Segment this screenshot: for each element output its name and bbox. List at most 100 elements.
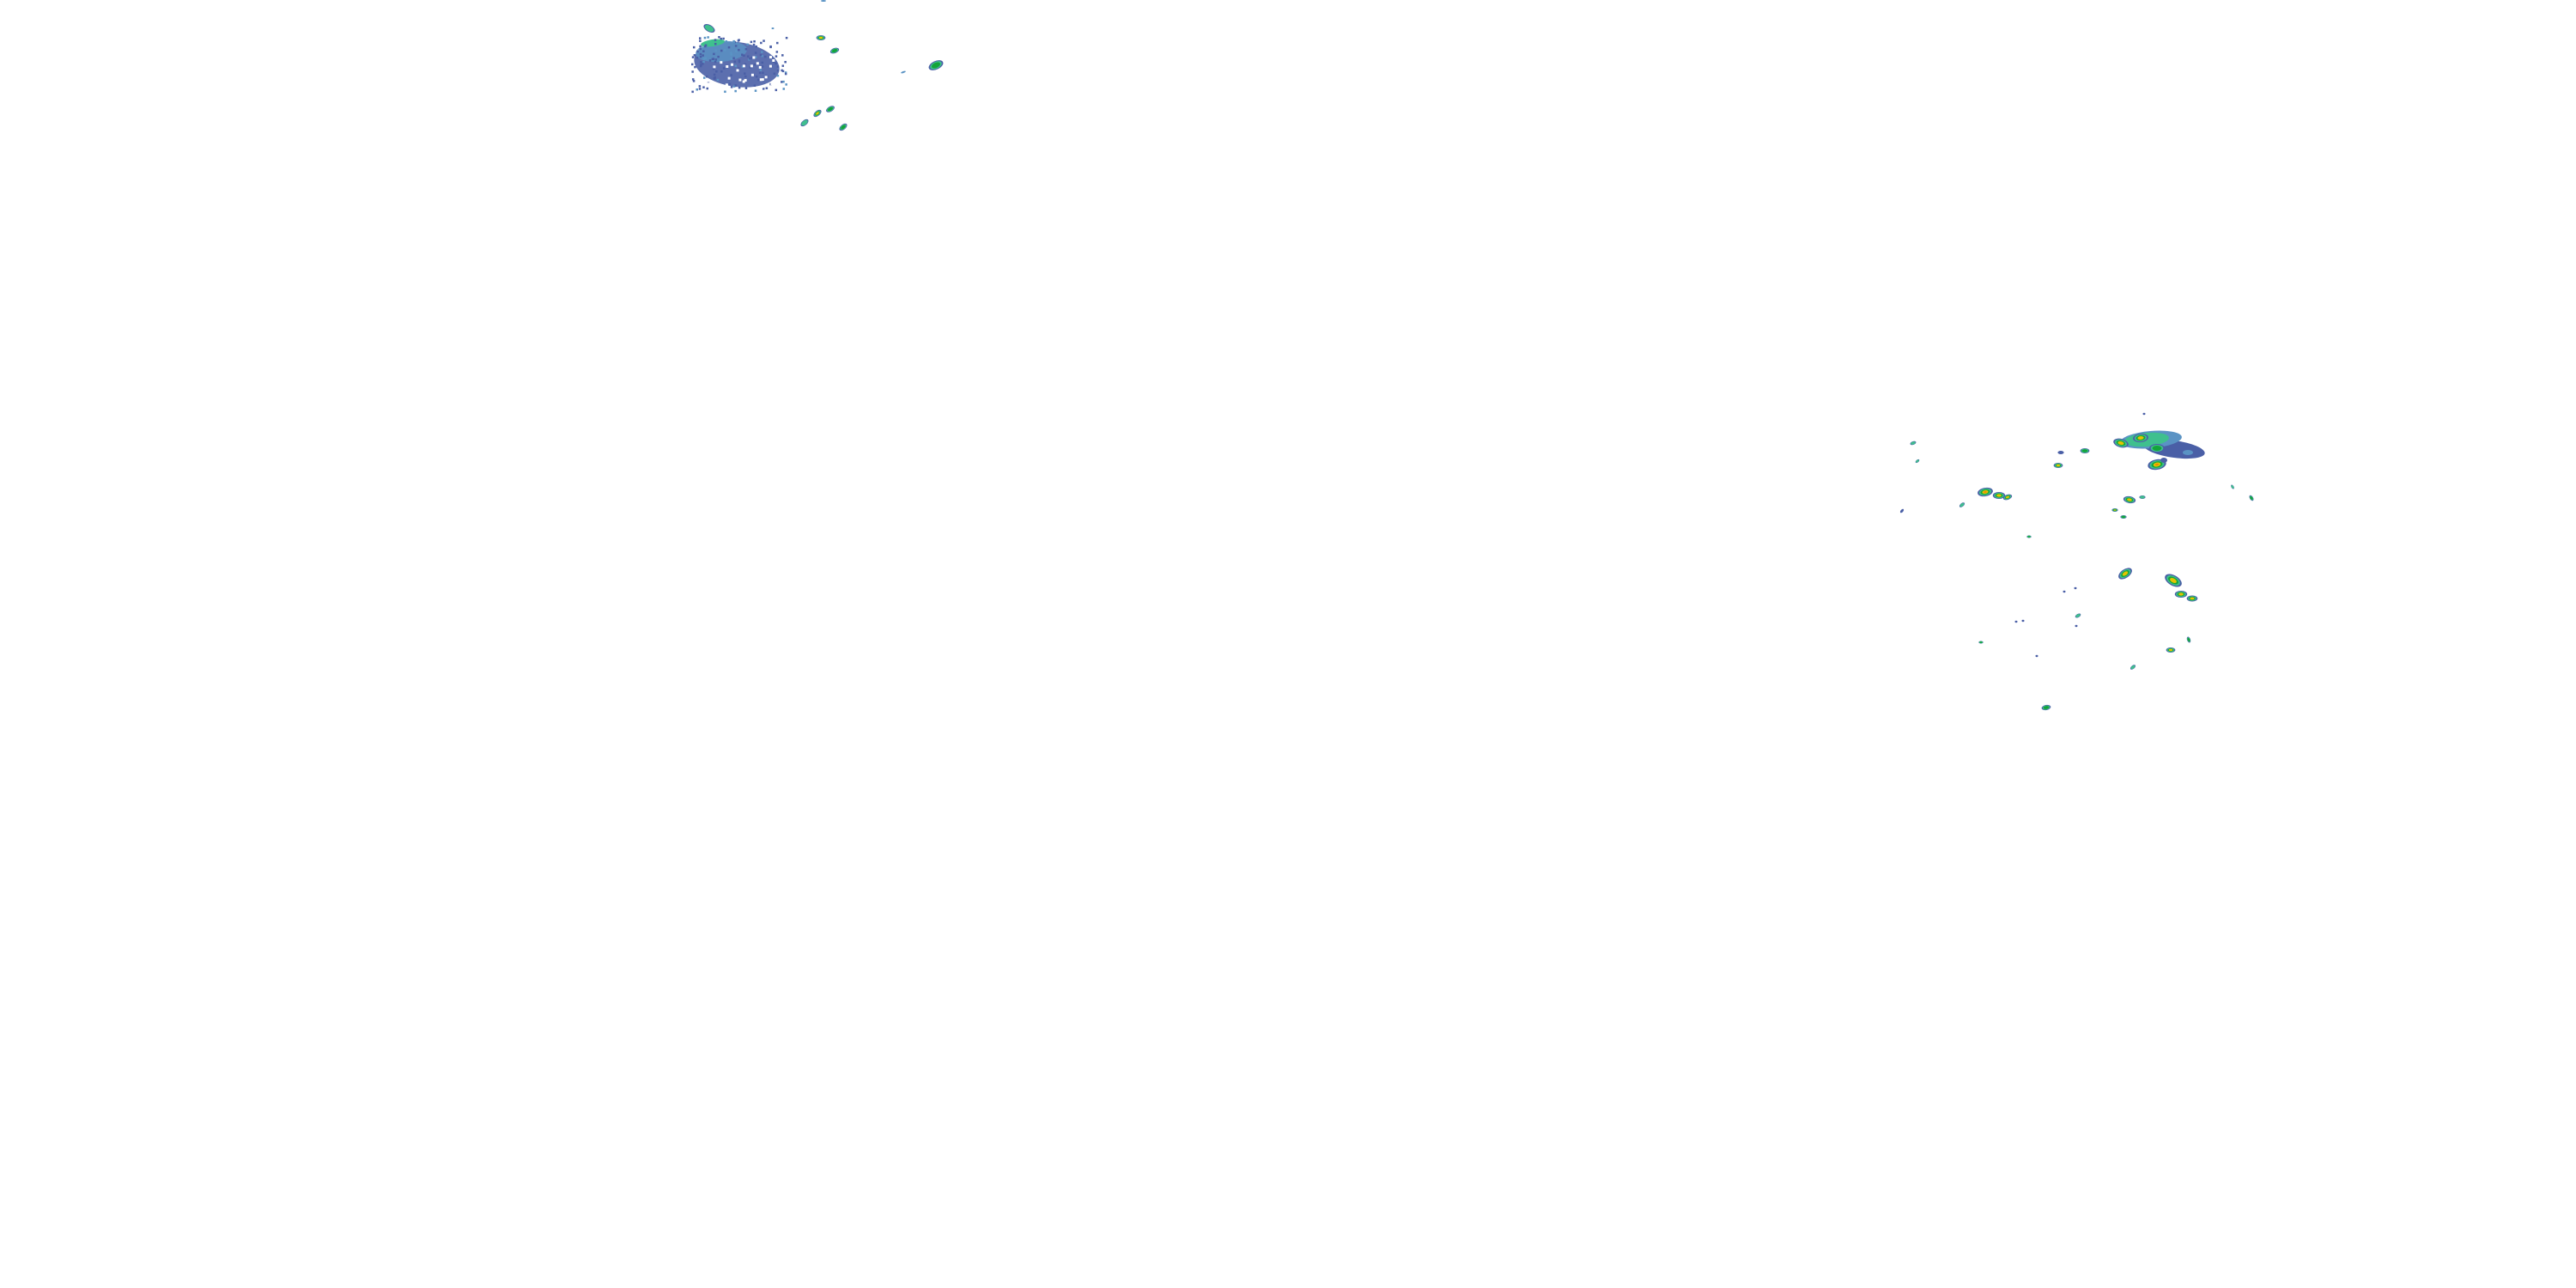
radar-pixel (781, 81, 783, 83)
storm-cell (704, 25, 714, 32)
radar-gap (752, 56, 756, 59)
radar-pixel (703, 36, 707, 39)
radar-pixel (691, 90, 694, 94)
radar-pixel (722, 37, 725, 40)
radar-pixel (741, 53, 744, 56)
radar-pixel (691, 78, 695, 81)
radar-pixel (784, 72, 787, 76)
radar-pixel (704, 44, 708, 47)
radar-pixel (714, 58, 718, 61)
radar-pixel (741, 65, 744, 68)
radar-pixel (775, 55, 778, 58)
radar-pixel (746, 43, 749, 46)
radar-pixel (765, 87, 769, 89)
storm-cell (1979, 641, 1983, 643)
storm-cell (2137, 435, 2144, 440)
radar-echo (2075, 624, 2078, 628)
radar-gap (726, 65, 729, 69)
radar-pixel (759, 53, 762, 57)
radar-gap (769, 64, 772, 68)
radar-gap (720, 61, 723, 64)
storm-cell (2056, 464, 2061, 467)
storm-cell (1984, 490, 1987, 494)
storm-cell (2178, 592, 2184, 596)
storm-cell (2231, 485, 2234, 489)
radar-pixel (702, 60, 705, 64)
radar-pixel (762, 39, 765, 42)
radar-pixel (755, 75, 758, 78)
radar-gap (742, 64, 745, 68)
radar-pixel (754, 52, 757, 54)
radar-pixel (750, 57, 753, 59)
radar-pixel (732, 57, 735, 60)
storm-cell (2170, 578, 2177, 583)
radar-gap (736, 69, 739, 72)
radar-echo (2021, 619, 2025, 623)
radar-pixel (737, 39, 740, 42)
radar-pixel (733, 60, 737, 64)
radar-pixel (730, 57, 733, 60)
radar-pixel (734, 89, 737, 93)
radar-pixel (749, 66, 752, 69)
radar-pixel (718, 36, 720, 39)
radar-pixel (773, 72, 776, 76)
storm-cell (2140, 495, 2145, 499)
radar-gap (761, 85, 764, 88)
radar-pixel (707, 36, 709, 39)
radar-pixel (761, 61, 764, 64)
radar-pixel (706, 87, 709, 90)
radar-pixel (744, 87, 748, 89)
radar-pixel (691, 70, 694, 73)
radar-gap (742, 80, 745, 83)
storm-cell (2081, 449, 2088, 453)
storm-cell (931, 62, 941, 69)
storm-cell (2075, 614, 2081, 617)
radar-gap (731, 63, 734, 66)
radar-pixel (708, 59, 712, 62)
storm-cell (828, 106, 833, 112)
radar-pixel (713, 52, 715, 56)
radar-pixel (785, 36, 788, 39)
storm-cell (2152, 446, 2162, 451)
radar-pixel (753, 39, 756, 43)
radar-echo (2142, 412, 2146, 416)
radar-pixel (744, 75, 747, 78)
radar-pixel (776, 69, 780, 72)
radar-echo (2063, 590, 2066, 593)
storm-cell (818, 36, 823, 39)
radar-gap (770, 82, 774, 86)
radar-pixel (744, 48, 748, 51)
storm-cell (2127, 498, 2132, 501)
radar-pixel (712, 58, 715, 60)
storm-cell (801, 119, 808, 126)
radar-pixel (702, 50, 705, 52)
radar-pixel (723, 49, 726, 52)
radar-pixel (700, 64, 702, 66)
radar-pixel (696, 56, 699, 59)
radar-echo (2035, 654, 2038, 658)
radar-pixel (699, 55, 702, 58)
radar-pixel (782, 88, 786, 90)
radar-pixel (769, 46, 772, 49)
radar-pixel (714, 60, 717, 64)
radar-pixel (692, 80, 696, 82)
radar-pixel (714, 49, 717, 52)
radar-pixel (743, 54, 745, 57)
storm-cell (2113, 509, 2117, 511)
radar-gap (750, 64, 753, 68)
radar-echo (2014, 620, 2018, 623)
radar-pixel (730, 74, 732, 76)
radar-pixel (750, 40, 753, 44)
radar-pixel (738, 59, 741, 62)
radar-pixel (728, 82, 732, 86)
radar-gap (758, 65, 762, 69)
storm-cell (2168, 648, 2173, 652)
radar-pixel (744, 63, 747, 66)
storm-cell (2190, 597, 2195, 600)
radar-pixel (784, 71, 787, 74)
radar-pixel (717, 55, 720, 58)
storm-cell (2250, 496, 2253, 500)
radar-pixel (757, 78, 760, 82)
storm-cell (2005, 495, 2010, 499)
